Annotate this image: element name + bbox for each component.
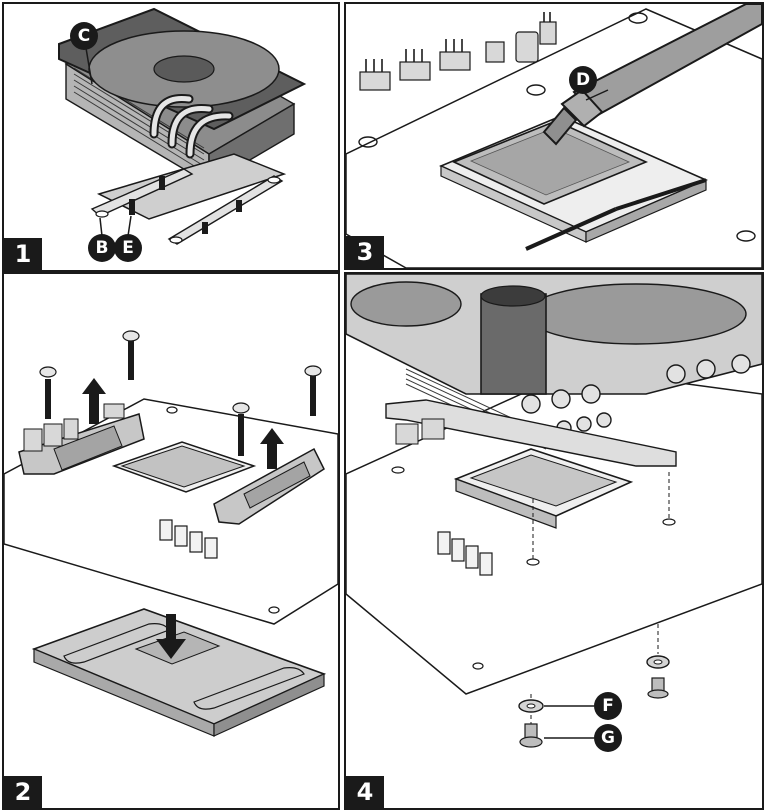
final-install-illustration (346, 274, 762, 748)
callout-d: D (569, 66, 597, 94)
callout-c: C (70, 22, 98, 50)
step-4-panel: F G 4 (344, 272, 764, 810)
step-number-2: 2 (4, 776, 42, 808)
step-number-1: 1 (4, 238, 42, 270)
cooler-assembly-illustration (58, 7, 307, 245)
step-1-panel: C B E 1 (2, 2, 340, 272)
callout-g: G (594, 724, 622, 752)
step-number-3: 3 (346, 236, 384, 268)
step-3-panel: D 3 (344, 2, 764, 270)
backplate-mounting-illustration (4, 330, 338, 737)
step-number-4: 4 (346, 776, 384, 808)
callout-e: E (114, 234, 142, 262)
thermal-paste-illustration (346, 4, 762, 268)
step-2-panel: 2 (2, 272, 340, 810)
callout-f: F (594, 692, 622, 720)
callout-b: B (88, 234, 116, 262)
